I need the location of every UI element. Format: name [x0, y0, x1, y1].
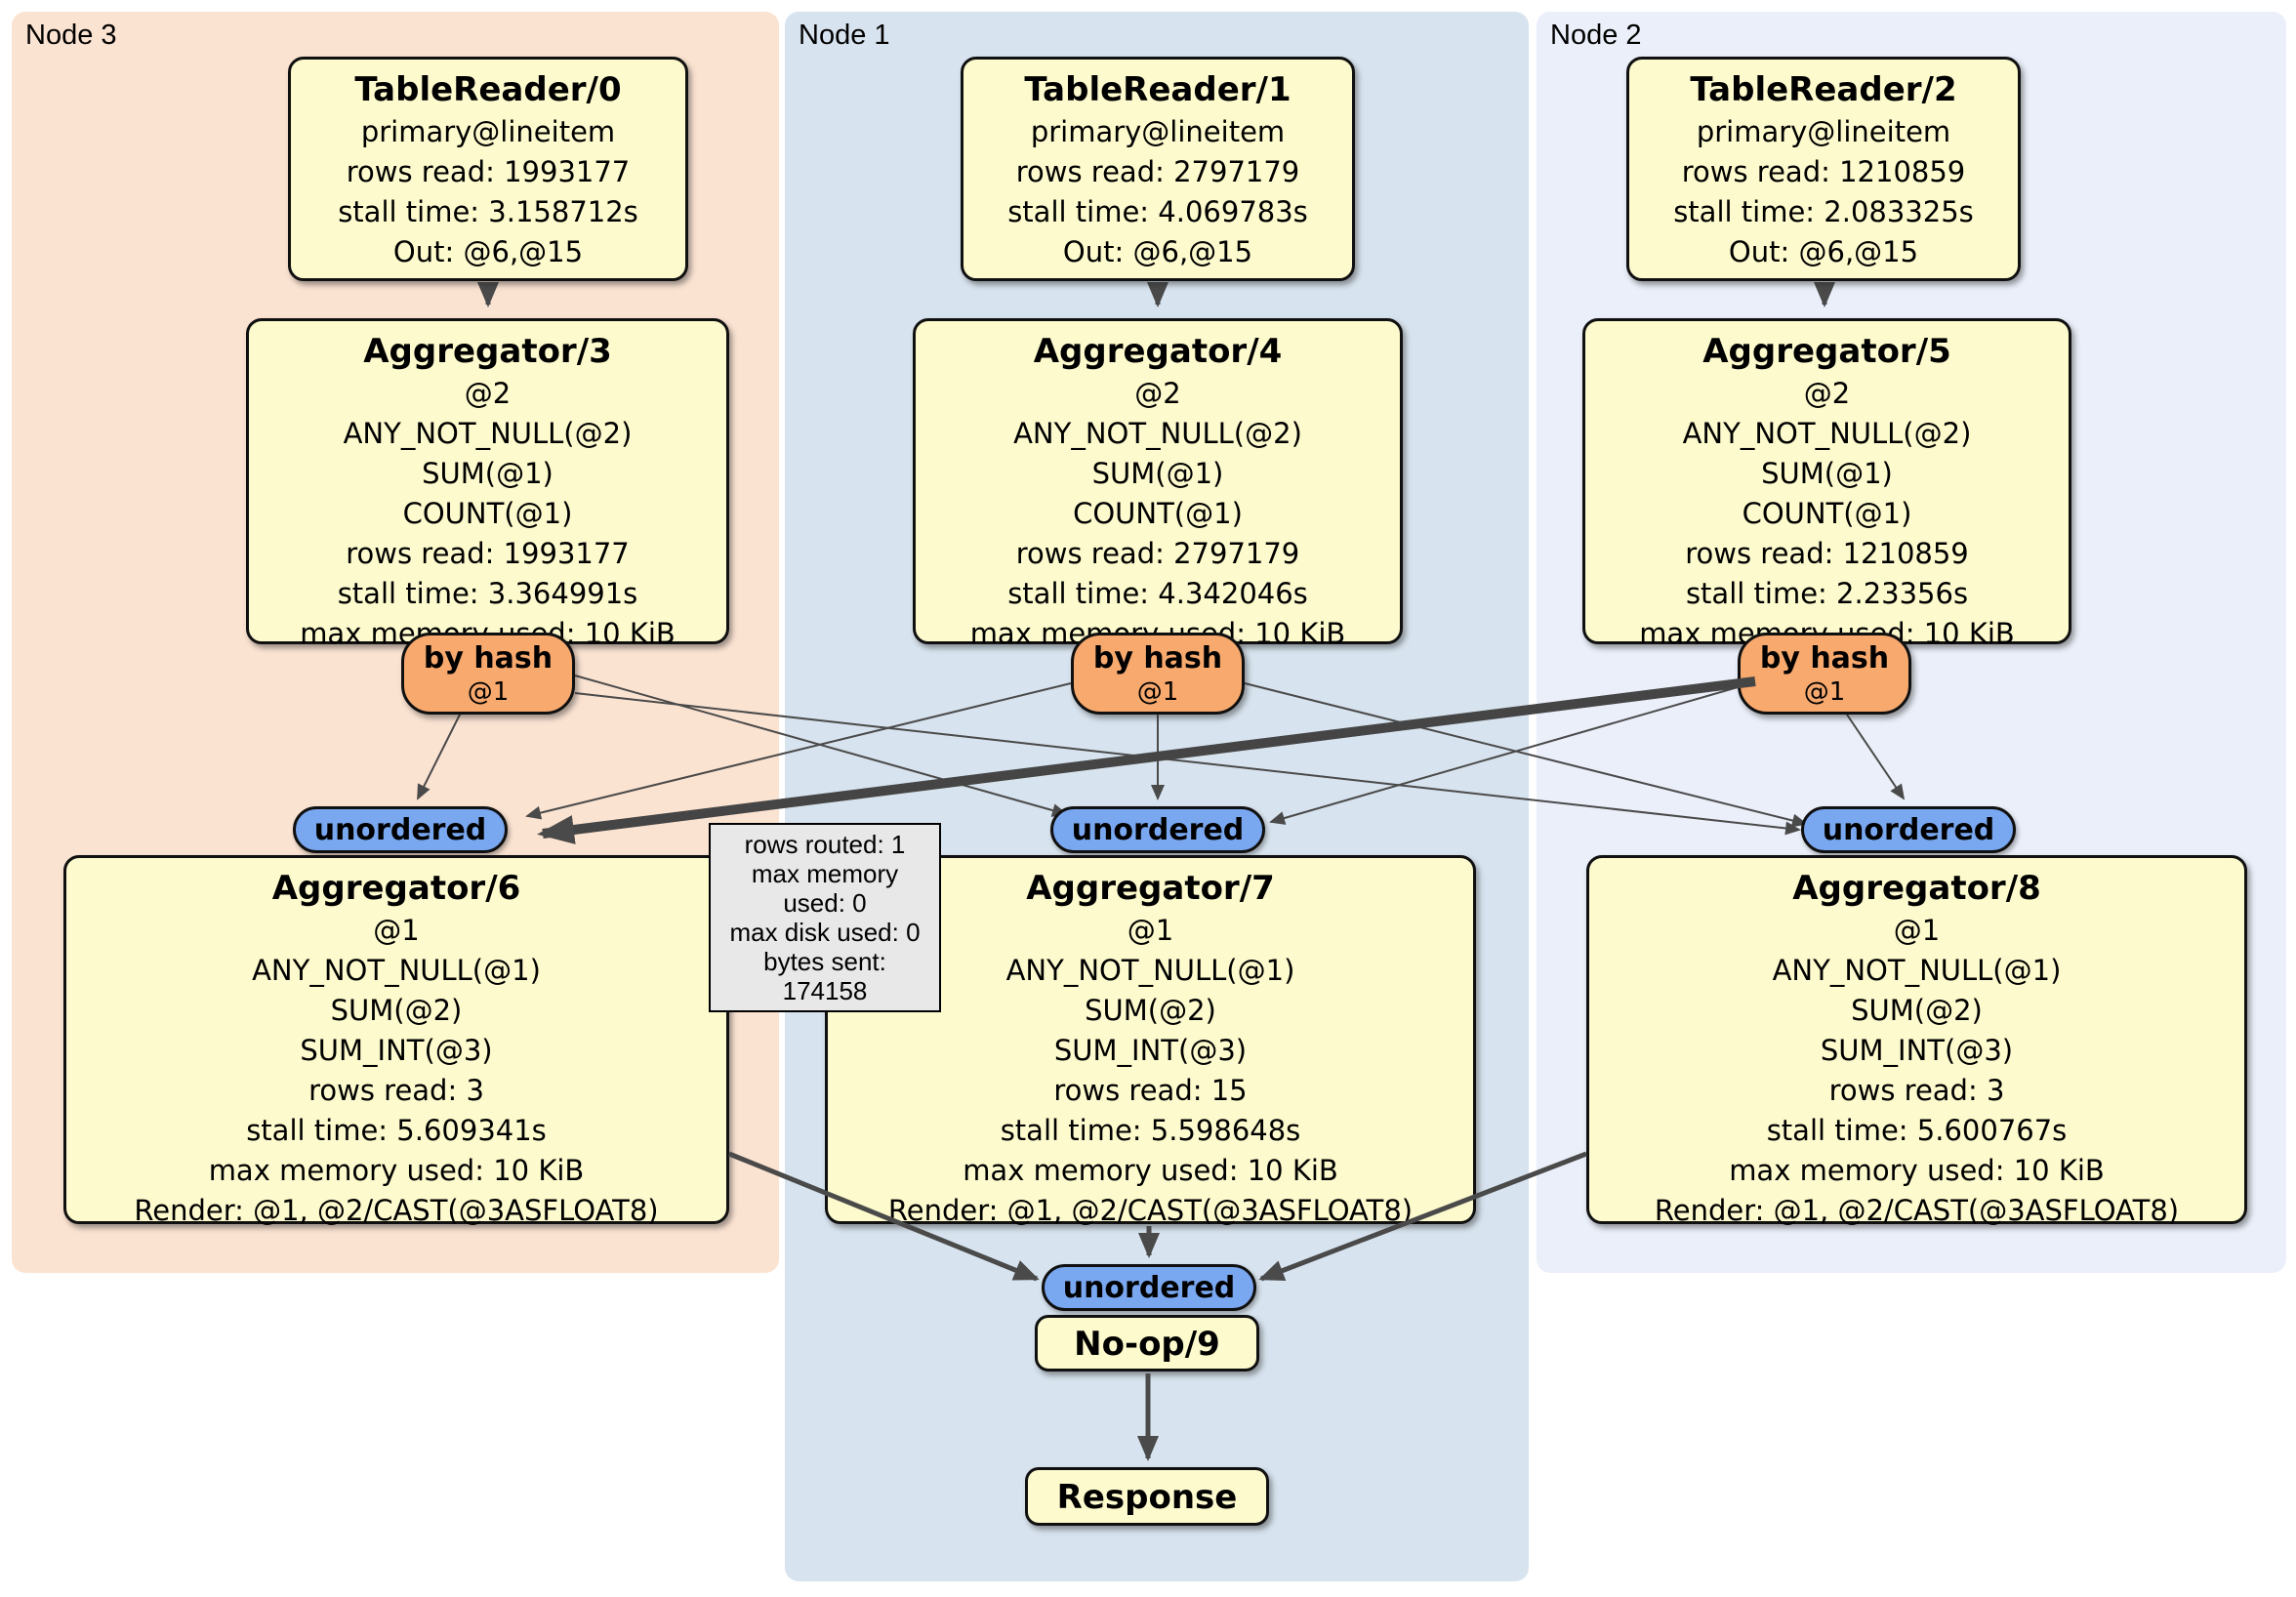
node-detail: stall time: 5.609341s	[246, 1114, 547, 1147]
tooltip-line: bytes sent: 174158	[763, 947, 886, 1005]
node-detail: SUM(@1)	[422, 457, 554, 490]
router-by-hash-node3[interactable]: by hash @1	[401, 633, 575, 715]
node-title: Aggregator/4	[1033, 332, 1283, 371]
node-response[interactable]: Response	[1025, 1467, 1269, 1526]
node-detail: SUM(@1)	[1761, 457, 1893, 490]
node-detail: ANY_NOT_NULL(@2)	[1013, 417, 1302, 450]
router-label: by hash	[423, 641, 554, 676]
node-title: TableReader/2	[1690, 70, 1957, 109]
node-detail: rows read: 3	[1828, 1074, 2005, 1107]
node-detail: Out: @6,@15	[392, 235, 584, 268]
node-detail: stall time: 5.600767s	[1766, 1114, 2068, 1147]
node-detail: Render: @1, @2/CAST(@3ASFLOAT8)	[887, 1194, 1414, 1227]
tooltip-line: rows routed: 1	[744, 830, 906, 859]
router-by-hash-node1[interactable]: by hash @1	[1071, 633, 1245, 715]
node-detail: SUM(@2)	[1851, 994, 1983, 1027]
node-detail: SUM_INT(@3)	[1053, 1034, 1248, 1067]
node-detail: stall time: 2.083325s	[1673, 195, 1974, 228]
router-hash-columns: @1	[467, 677, 510, 707]
tooltip-line: max memory used: 0	[751, 859, 899, 918]
stream-unordered-node1[interactable]: unordered	[1050, 806, 1265, 853]
node-detail: stall time: 3.364991s	[337, 577, 638, 610]
router-label: by hash	[1092, 641, 1223, 676]
node-detail: primary@lineitem	[1030, 115, 1286, 148]
node-detail: COUNT(@1)	[1073, 497, 1243, 530]
node-detail: stall time: 4.342046s	[1007, 577, 1308, 610]
node-detail: max memory used: 10 KiB	[963, 1154, 1338, 1187]
node-detail: SUM_INT(@3)	[300, 1034, 493, 1067]
node-detail: rows read: 1210859	[1685, 537, 1969, 570]
node-detail: rows read: 3	[308, 1074, 484, 1107]
node-tablereader-1[interactable]: TableReader/1 primary@lineitem rows read…	[961, 57, 1355, 281]
router-by-hash-node2[interactable]: by hash @1	[1738, 633, 1911, 715]
node-detail: SUM(@2)	[330, 994, 463, 1027]
node-detail: @1	[373, 914, 420, 947]
node-detail: @1	[1127, 914, 1174, 947]
node-tablereader-0[interactable]: TableReader/0 primary@lineitem rows read…	[288, 57, 688, 281]
node-detail: ANY_NOT_NULL(@1)	[1772, 954, 2062, 987]
stream-unordered-node2[interactable]: unordered	[1801, 806, 2016, 853]
node-detail: @2	[1803, 377, 1851, 410]
node-detail: rows read: 15	[1053, 1074, 1248, 1107]
node-detail: Render: @1, @2/CAST(@3ASFLOAT8)	[1654, 1194, 2180, 1227]
stream-unordered-node3[interactable]: unordered	[293, 806, 508, 853]
node-detail: stall time: 3.158712s	[338, 195, 638, 228]
tooltip-router-stats: rows routed: 1 max memory used: 0 max di…	[709, 823, 941, 1012]
node-detail: @1	[1893, 914, 1941, 947]
node-title: TableReader/0	[354, 70, 622, 109]
node-noop-9[interactable]: No-op/9	[1035, 1315, 1259, 1372]
node-detail: @2	[1134, 377, 1181, 410]
node-detail: ANY_NOT_NULL(@2)	[1682, 417, 1972, 450]
node-detail: stall time: 4.069783s	[1007, 195, 1308, 228]
node-title: Aggregator/6	[271, 869, 521, 908]
node-title: TableReader/1	[1024, 70, 1292, 109]
node-aggregator-4[interactable]: Aggregator/4 @2 ANY_NOT_NULL(@2) SUM(@1)…	[913, 318, 1403, 650]
node-aggregator-5[interactable]: Aggregator/5 @2 ANY_NOT_NULL(@2) SUM(@1)…	[1582, 318, 2071, 650]
router-label: by hash	[1759, 641, 1890, 676]
node-detail: @2	[464, 377, 512, 410]
node-detail: rows read: 1993177	[346, 155, 631, 188]
node-detail: SUM(@1)	[1091, 457, 1224, 490]
node-title: Aggregator/5	[1702, 332, 1951, 371]
node-detail: Out: @6,@15	[1062, 235, 1253, 268]
node-detail: rows read: 1210859	[1681, 155, 1966, 188]
node-tablereader-2[interactable]: TableReader/2 primary@lineitem rows read…	[1626, 57, 2021, 281]
node-detail: ANY_NOT_NULL(@2)	[343, 417, 633, 450]
router-hash-columns: @1	[1136, 677, 1179, 707]
node-detail: ANY_NOT_NULL(@1)	[252, 954, 541, 987]
node-detail: COUNT(@1)	[402, 497, 573, 530]
node-detail: primary@lineitem	[1696, 115, 1951, 148]
node-detail: SUM(@2)	[1085, 994, 1216, 1027]
node-detail: stall time: 5.598648s	[1000, 1114, 1301, 1147]
node-detail: primary@lineitem	[360, 115, 616, 148]
panel-node3-label: Node 3	[25, 20, 117, 51]
node-aggregator-6[interactable]: Aggregator/6 @1 ANY_NOT_NULL(@1) SUM(@2)…	[63, 855, 729, 1227]
node-detail: stall time: 2.23356s	[1685, 577, 1969, 610]
tooltip-line: max disk used: 0	[729, 918, 921, 947]
node-title: Aggregator/7	[1026, 869, 1275, 908]
panel-node2-label: Node 2	[1550, 20, 1642, 51]
node-aggregator-3[interactable]: Aggregator/3 @2 ANY_NOT_NULL(@2) SUM(@1)…	[246, 318, 729, 650]
node-detail: Render: @1, @2/CAST(@3ASFLOAT8)	[134, 1194, 659, 1227]
node-detail: Out: @6,@15	[1728, 235, 1919, 268]
node-detail: ANY_NOT_NULL(@1)	[1005, 954, 1295, 987]
node-detail: SUM_INT(@3)	[1820, 1034, 2014, 1067]
node-detail: rows read: 1993177	[346, 537, 630, 570]
node-detail: rows read: 2797179	[1015, 155, 1300, 188]
node-detail: COUNT(@1)	[1742, 497, 1912, 530]
node-title: Aggregator/8	[1792, 869, 2041, 908]
node-detail: max memory used: 10 KiB	[1729, 1154, 2105, 1187]
node-detail: rows read: 2797179	[1015, 537, 1300, 570]
node-title: Aggregator/3	[363, 332, 612, 371]
node-detail: max memory used: 10 KiB	[208, 1154, 585, 1187]
node-aggregator-8[interactable]: Aggregator/8 @1 ANY_NOT_NULL(@1) SUM(@2)…	[1586, 855, 2247, 1227]
stream-unordered-final[interactable]: unordered	[1042, 1264, 1256, 1311]
router-hash-columns: @1	[1803, 677, 1846, 707]
panel-node1-label: Node 1	[799, 20, 890, 51]
